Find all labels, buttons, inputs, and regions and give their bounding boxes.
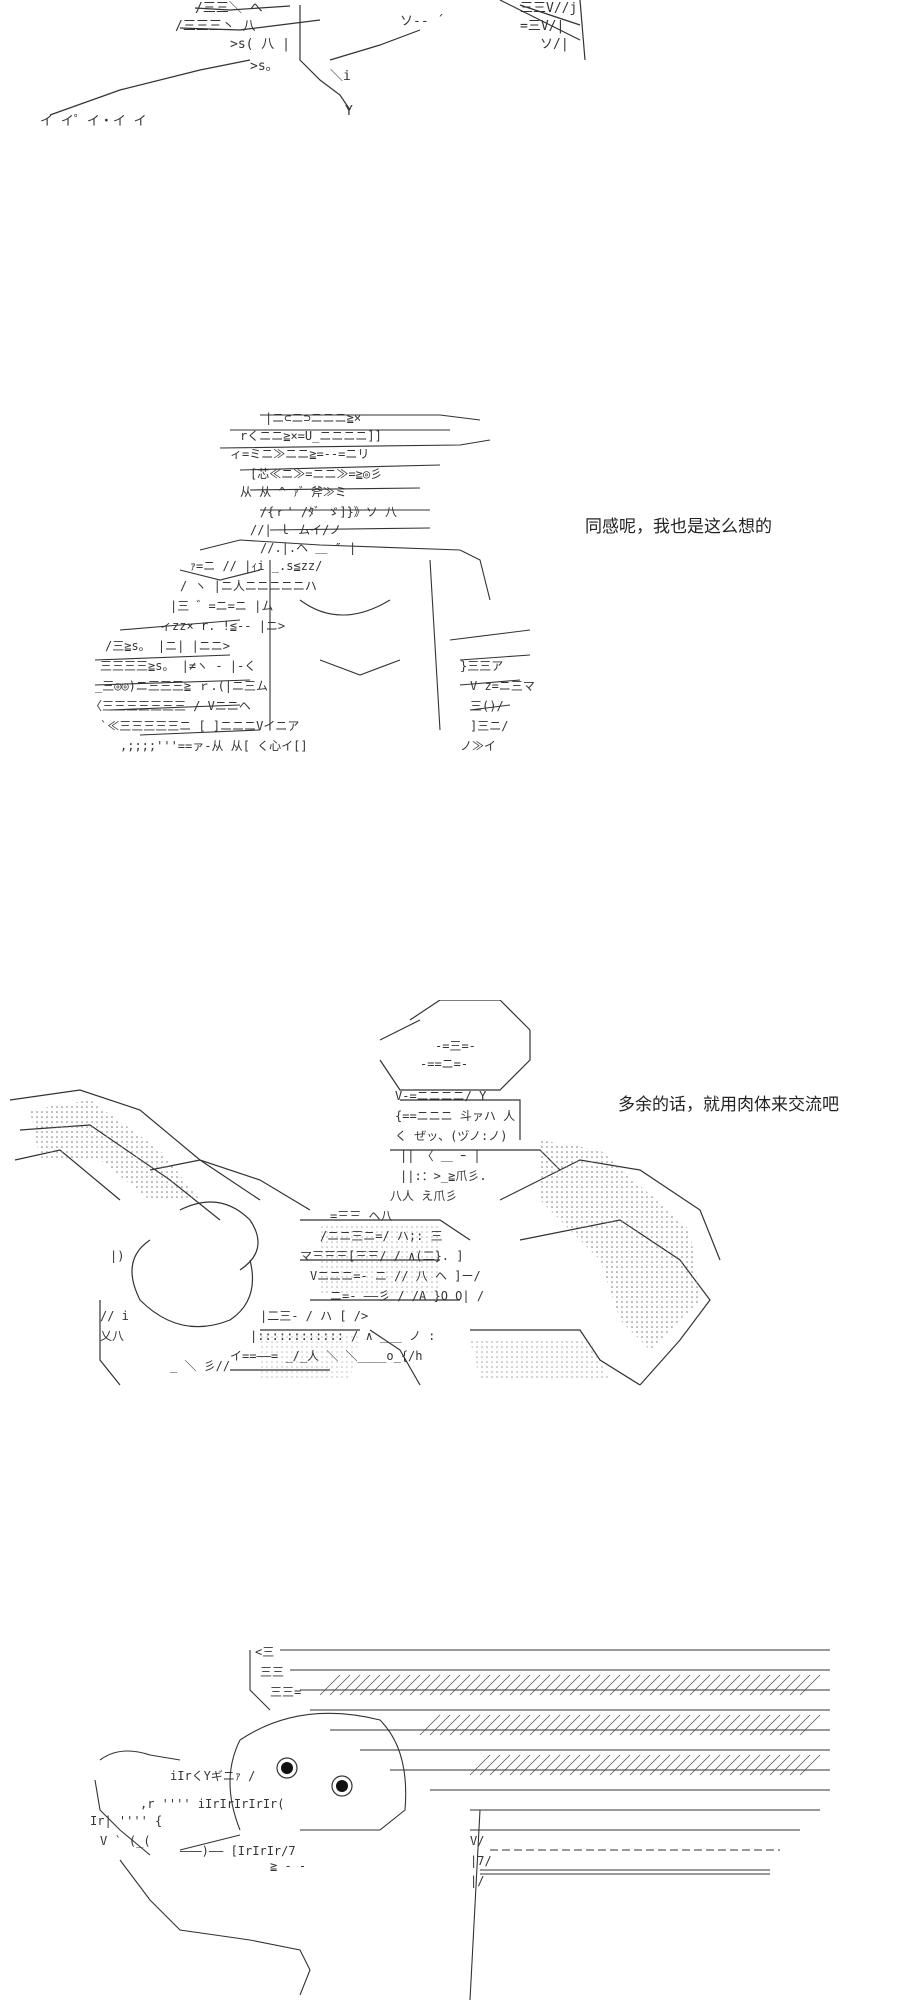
svg-text:/三三三丶 八: /三三三丶 八 (175, 19, 256, 34)
svg-text:|): |) (110, 1249, 124, 1263)
svg-text:}三三ア: }三三ア (460, 659, 503, 673)
svg-text:イ イ゜イ・イ イ: イ イ゜イ・イ イ (40, 114, 147, 129)
svg-text:V ` (_(: V ` (_( (100, 1834, 151, 1848)
dialogue-text: 同感呢，我也是这么想的 (585, 517, 772, 537)
svg-text:|ニ⊂ニ⊃ニニニ≧×: |ニ⊂ニ⊃ニニニ≧× (265, 411, 361, 425)
svg-text:// i: // i (100, 1309, 129, 1323)
svg-text:=三三 ヘ八: =三三 ヘ八 (330, 1209, 392, 1223)
svg-text:ソ-- ´: ソ-- ´ (400, 14, 444, 29)
svg-text:イ==——= _/_人 ＼ ＼____o_{/h: イ==——= _/_人 ＼ ＼____o_{/h (230, 1349, 423, 1363)
svg-text:[芯≪ニ≫=ニニ≫=≧◎彡: [芯≪ニ≫=ニニ≫=≧◎彡 (250, 467, 382, 481)
svg-text:/三≧s。 |ニ| |ニニ>: /三≧s。 |ニ| |ニニ> (105, 639, 230, 653)
svg-text://.|.ヘ ＿ ″ |: //.|.ヘ ＿ ″ | (260, 541, 356, 555)
svg-text:rくニニ≧×=U_ニニニニ]]: rくニニ≧×=U_ニニニニ]] (240, 429, 382, 443)
svg-text:ソ/|: ソ/| (540, 37, 569, 52)
svg-text:>s( 八 |: >s( 八 | (230, 37, 290, 52)
svg-text:/{ｒ' /ﾀﾞ ゞ]}》ソ 八: /{ｒ' /ﾀﾞ ゞ]}》ソ 八 (260, 505, 397, 519)
svg-text:乂八: 乂八 (100, 1329, 124, 1343)
svg-text:|7/: |7/ (470, 1854, 492, 1868)
svg-text:/三三＼ へ: /三三＼ へ (195, 1, 263, 16)
svg-text:-==ニ=-: -==ニ=- (420, 1057, 468, 1071)
svg-text:＼i: ＼i (330, 69, 351, 84)
panel-1: /三三＼ へ /三三三丶 八 >s( 八 | >s。 ＼i Y イ イ゜イ・イ … (0, 0, 900, 140)
svg-text:|:::::::::::: / ∧ ___ ノ :: |:::::::::::: / ∧ ___ ノ : (250, 1329, 435, 1343)
svg-text:Ir| '''' {: Ir| '''' { (90, 1814, 162, 1828)
svg-text:_ ＼ 彡//: _ ＼ 彡// (170, 1359, 230, 1373)
svg-text:Y: Y (345, 104, 353, 119)
ascii-art-mech-figure: -=三=- -==ニ=- V-=ニニニニ/ Y {==ニニニ 斗ァハ 人 く ぜ… (9, 1000, 721, 1386)
svg-text:,r '''' iIrIrIrIrIr(: ,r '''' iIrIrIrIrIr( (140, 1797, 285, 1811)
svg-text:V/: V/ (470, 1834, 484, 1848)
svg-text:/ニニ三ニ=/ ハ;: 三: /ニニ三ニ=/ ハ;: 三 (320, 1229, 443, 1243)
svg-text:|/: |/ (470, 1874, 484, 1888)
panel-3: -=三=- -==ニ=- V-=ニニニニ/ Y {==ニニニ 斗ァハ 人 く ぜ… (0, 1000, 900, 1420)
svg-text:=三V/|: =三V/| (520, 19, 564, 34)
svg-text:,;;;;'''==ァ-从 从[ く心イ[]: ,;;;;'''==ァ-从 从[ く心イ[] (120, 739, 308, 753)
ascii-art-cloaked-figure: |ニ⊂ニ⊃ニニニ≧× rくニニ≧×=U_ニニニニ]] ィ=ミニ≫ニニ≧=--=ニ… (90, 411, 535, 753)
svg-text:-=三=-: -=三=- (435, 1039, 476, 1053)
svg-text:|| 〈 ＿ ｰ |: || 〈 ＿ ｰ | (400, 1149, 481, 1163)
dialogue-text: 多余的话，就用肉体来交流吧 (618, 1095, 839, 1115)
svg-text:ィ=ミニ≫ニニ≧=--=ニリ: ィ=ミニ≫ニニ≧=--=ニリ (230, 447, 369, 461)
svg-text:iIrくYギニｧ /: iIrくYギニｧ / (170, 1769, 255, 1783)
svg-text:Vニニニ=- ニ // 八 ヘ ]ー/: Vニニニ=- ニ // 八 ヘ ]ー/ (310, 1269, 481, 1283)
ascii-art-peeking-figure: <三 三三 三三= iIrくYギニｧ / ,r '''' iIrIrIrIrIr… (90, 1645, 830, 2000)
svg-text:ィzz× r. !≦-- |ニ>: ィzz× r. !≦-- |ニ> (160, 619, 285, 633)
svg-text:<三: <三 (255, 1645, 274, 1659)
svg-text:八人 え爪彡: 八人 え爪彡 (390, 1189, 457, 1203)
panel-2: |ニ⊂ニ⊃ニニニ≧× rくニニ≧×=U_ニニニニ]] ィ=ミニ≫ニニ≧=--=ニ… (0, 400, 900, 780)
svg-text:|三 ゛=ニ=ニ |ム: |三 ゛=ニ=ニ |ム (170, 599, 273, 613)
svg-text:>s。: >s。 (250, 59, 279, 74)
svg-text:{==ニニニ 斗ァハ 人: {==ニニニ 斗ァハ 人 (395, 1109, 515, 1123)
ascii-art-wing-figure: /三三＼ へ /三三三丶 八 >s( 八 | >s。 ＼i Y イ イ゜イ・イ … (40, 0, 586, 129)
panel-4: <三 三三 三三= iIrくYギニｧ / ,r '''' iIrIrIrIrIr… (0, 1640, 900, 2000)
svg-text:_三◎◎)ニ三三三≧ ｒ.(|ニ三ム: _三◎◎)ニ三三三≧ ｒ.(|ニ三ム (95, 679, 268, 693)
svg-text:マ三三三[三三/ / ∧(二}. ]: マ三三三[三三/ / ∧(二}. ] (300, 1249, 463, 1263)
svg-text:三三三三≧s。 |≠ヽ ‐ |-く: 三三三三≧s。 |≠ヽ ‐ |-く (100, 659, 256, 673)
svg-text:ノ≫イ: ノ≫イ (460, 739, 496, 753)
svg-text:]三ニ/: ]三ニ/ (470, 719, 508, 733)
svg-text:从 从 ^ ｧ゛斧≫ミ: 从 从 ^ ｧ゛斧≫ミ (240, 485, 347, 499)
svg-text:V z=ニ三マ: V z=ニ三マ (470, 679, 535, 693)
svg-text:三三: 三三 (260, 1665, 284, 1679)
svg-text:ｧ=ニ // |ｨi _.s≦zz/: ｧ=ニ // |ｨi _.s≦zz/ (190, 559, 322, 573)
svg-text:≧ - ‐: ≧ - ‐ (270, 1859, 306, 1873)
svg-text:く ぜッ、(ヅノ:ノ): く ぜッ、(ヅノ:ノ) (395, 1129, 507, 1143)
svg-text:三三V//j: 三三V//j (520, 1, 577, 16)
svg-text:/ ヽ |ニ人ニニニニニハ: / ヽ |ニ人ニニニニニハ (180, 579, 317, 593)
svg-text://| ｌ ムイ/ノ: //| ｌ ムイ/ノ (250, 523, 341, 537)
svg-text:|二三- / ハ [ />: |二三- / ハ [ /> (260, 1309, 368, 1323)
svg-text:`≪三三三三三ニ_[ ]ニニニVイニア: `≪三三三三三ニ_[ ]ニニニVイニア (100, 719, 299, 733)
svg-text:||:：>_≧爪彡.: ||:：>_≧爪彡. (400, 1169, 487, 1183)
svg-text:V-=ニニニニ/ Y: V-=ニニニニ/ Y (395, 1089, 487, 1103)
svg-text:ニ=- ——彡 / /A }O O| /: ニ=- ——彡 / /A }O O| / (330, 1289, 484, 1303)
svg-text:———)—— [IrIrIr/7: ———)—— [IrIrIr/7 (180, 1844, 296, 1858)
svg-text:三三=: 三三= (270, 1685, 301, 1699)
svg-text:〈三三三三三三三 / Vニニヘ: 〈三三三三三三三 / Vニニヘ (90, 699, 251, 713)
svg-text:三()/: 三()/ (470, 699, 504, 713)
